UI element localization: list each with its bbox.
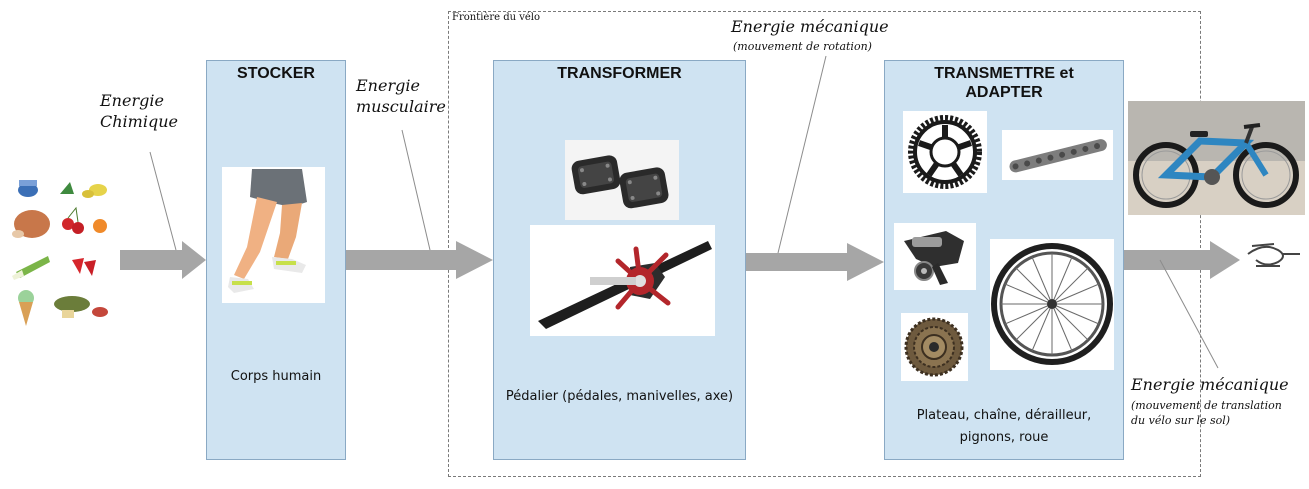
arrow-chimique [120,241,206,279]
chain-image [1002,130,1113,180]
pedals-image [565,140,679,220]
energy-musculaire-line2: musculaire [356,97,446,116]
energy-chimique-line1: Energie [100,91,164,110]
chainring-image [903,111,987,193]
leek-icon [12,256,50,280]
block-stocker-caption: Corps humain [230,369,322,384]
motion-icon [1247,243,1300,267]
bike-boundary [448,11,1201,477]
leader-rotation [777,55,827,254]
chicken-icon [12,210,50,238]
lemon-icon [82,184,107,198]
energy-rotation-label: Energie mécanique [731,17,889,36]
energy-translation-sub-1: (mouvement de translation [1131,399,1282,412]
energy-rotation-sub: (mouvement de rotation) [733,40,872,53]
leader-chimique [149,151,177,251]
arrow-musculaire [346,241,493,279]
block-transmettre-title-2: ADAPTER [965,84,1043,101]
crankset-image [530,225,715,336]
block-transformer: TRANSFORMER [493,60,746,460]
block-transformer-caption: Pédalier (pédales, manivelles, axe) [505,389,734,404]
bicycle-photo [1128,101,1305,215]
block-stocker: STOCKER Corps humain [206,60,346,460]
pot-icon [18,180,38,197]
sprocket-cassette-image [901,313,968,381]
herbs-icon [60,182,74,194]
leader-translation [1159,259,1219,369]
wheel-image [990,239,1114,370]
block-transmettre: TRANSMETTRE et ADAPTER [884,60,1124,460]
block-transmettre-caption-2: pignons, roue [959,430,1049,445]
block-stocker-title: STOCKER [237,65,315,82]
orange-icon [93,219,107,233]
energy-chimique-line2: Chimique [100,112,178,131]
block-transmettre-caption-1: Plateau, chaîne, dérailleur, [916,408,1092,423]
energy-translation-sub-2: du vélo sur le sol) [1131,414,1231,427]
bike-boundary-label: Frontière du vélo [452,12,540,23]
leader-musculaire [401,129,431,251]
energy-musculaire-line1: Energie [356,76,420,95]
ice-cream-icon [18,290,34,326]
cherries-icon [62,206,84,234]
energy-translation-label: Energie mécanique [1131,375,1289,394]
strawberry-icon [72,258,96,276]
block-transmettre-title-1: TRANSMETTRE et [934,65,1074,82]
derailleur-image [894,223,976,290]
cheese-plate-icon [54,296,108,318]
arrow-mecanique-translation [1124,241,1240,279]
food-illustration [12,180,108,326]
arrow-mecanique-rotation [746,243,884,281]
legs-illustration [222,167,325,303]
block-transformer-title: TRANSFORMER [557,65,682,82]
